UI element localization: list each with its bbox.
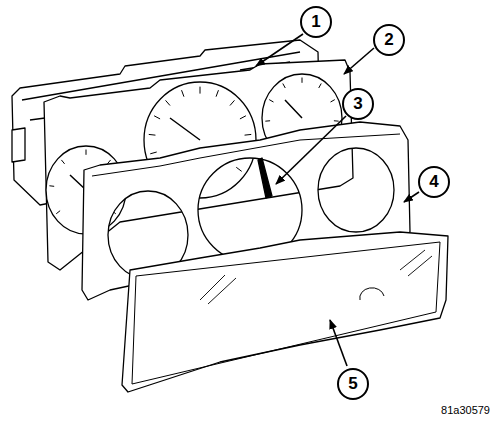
- gauge-tick: [150, 152, 156, 154]
- callout-number: 4: [429, 172, 438, 192]
- leader-line: [276, 116, 346, 184]
- figure-number: 81a30579: [441, 404, 490, 416]
- gauge-tick: [302, 78, 303, 83]
- gauge-tick: [245, 134, 252, 136]
- leader-line: [256, 34, 303, 66]
- callout-number: 5: [348, 374, 357, 394]
- gauge-tick: [182, 90, 184, 96]
- callout-number: 2: [384, 30, 393, 50]
- gauge-tick: [149, 134, 156, 136]
- gauge-tick: [283, 83, 286, 88]
- callout-circle: 5: [337, 368, 369, 400]
- callout-number: 3: [353, 94, 362, 114]
- gauge-tick: [166, 100, 170, 105]
- cluster-lens: [122, 232, 448, 392]
- gauge-tick: [200, 87, 201, 94]
- gauge-tick: [56, 211, 60, 214]
- leader-line: [330, 320, 347, 366]
- gauge-tick: [49, 185, 54, 187]
- gauge-tick: [269, 100, 273, 102]
- gauge-tick: [334, 120, 339, 121]
- gauge-tick: [154, 116, 160, 119]
- gauge-tick: [230, 100, 234, 105]
- gauge-tick: [240, 116, 246, 119]
- leader-line: [344, 48, 374, 74]
- gauge-tick: [265, 120, 270, 121]
- callout-circle: 4: [418, 166, 450, 198]
- gauge-tick: [86, 150, 87, 155]
- leader-line: [404, 192, 419, 202]
- gauge-tick: [61, 160, 64, 164]
- gauge-needle: [258, 158, 272, 198]
- gauge-tick: [236, 167, 241, 171]
- gauge-tick: [319, 83, 322, 88]
- callout-circle: 3: [342, 88, 374, 120]
- gauge-tick: [331, 100, 335, 102]
- gauge-tick: [216, 90, 218, 96]
- callout-number: 1: [311, 12, 320, 32]
- callout-circle: 2: [373, 24, 405, 56]
- callout-circle: 1: [300, 6, 332, 38]
